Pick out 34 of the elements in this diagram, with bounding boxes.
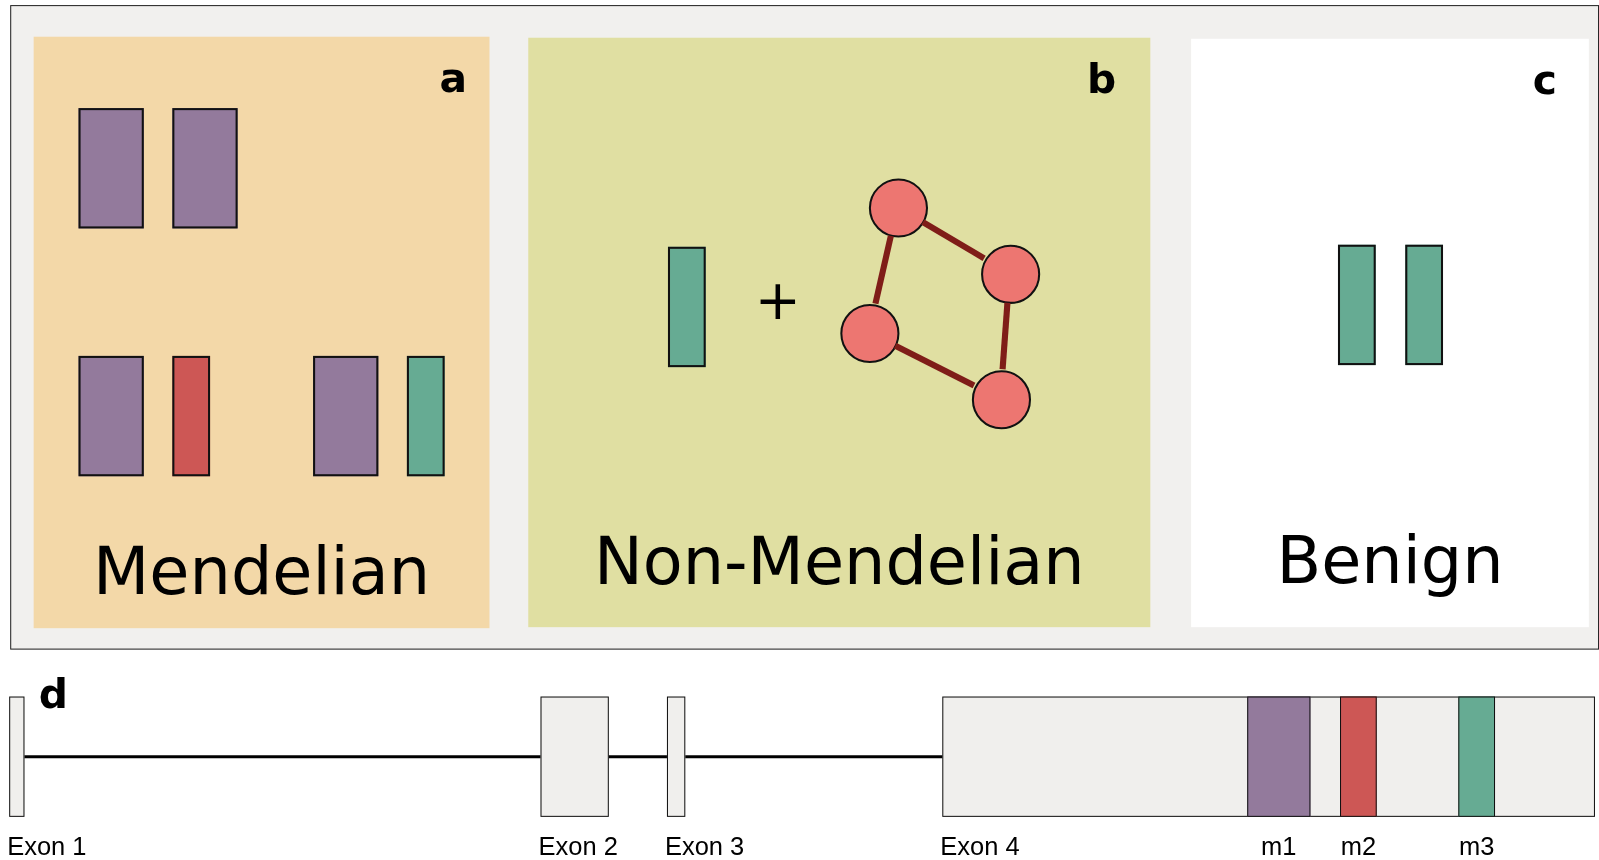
panel-letter: c [1532, 59, 1557, 100]
panel-background [528, 37, 1151, 628]
variant-label: m2 [1340, 833, 1377, 859]
chromosome-bar [1338, 244, 1376, 366]
intron-line [24, 755, 541, 759]
chromosome-bar [406, 355, 445, 477]
chromosome-bar [78, 108, 144, 229]
panel-background [33, 36, 490, 629]
variant-label: m1 [1261, 833, 1297, 859]
panel-letter: b [1087, 58, 1117, 99]
network-link [872, 235, 894, 305]
network-link [893, 343, 976, 389]
chromosome-bar [1405, 244, 1443, 366]
panel-letter: d [38, 673, 68, 714]
panel-title: Non-Mendelian [593, 529, 1085, 595]
chromosome-bar [667, 246, 706, 368]
plus-sign: + [754, 273, 801, 329]
exon-label: Exon 3 [664, 833, 745, 859]
chromosome-bar [78, 355, 144, 477]
intron-line [685, 755, 943, 759]
exon-label: Exon 4 [940, 833, 1020, 859]
network-link [999, 302, 1011, 370]
panel-title: Mendelian [93, 538, 431, 604]
panel-background [1191, 38, 1589, 628]
chromosome-bar [172, 108, 238, 229]
chromosome-bar [172, 355, 211, 477]
exon-label: Exon 1 [7, 833, 87, 859]
exon-label: Exon 2 [538, 833, 618, 859]
figure-frame [10, 5, 1599, 650]
network-link [921, 219, 986, 261]
intron-line [608, 755, 667, 759]
panel-letter: a [439, 57, 468, 98]
chromosome-bar [313, 355, 379, 477]
variant-label: m3 [1458, 833, 1495, 859]
